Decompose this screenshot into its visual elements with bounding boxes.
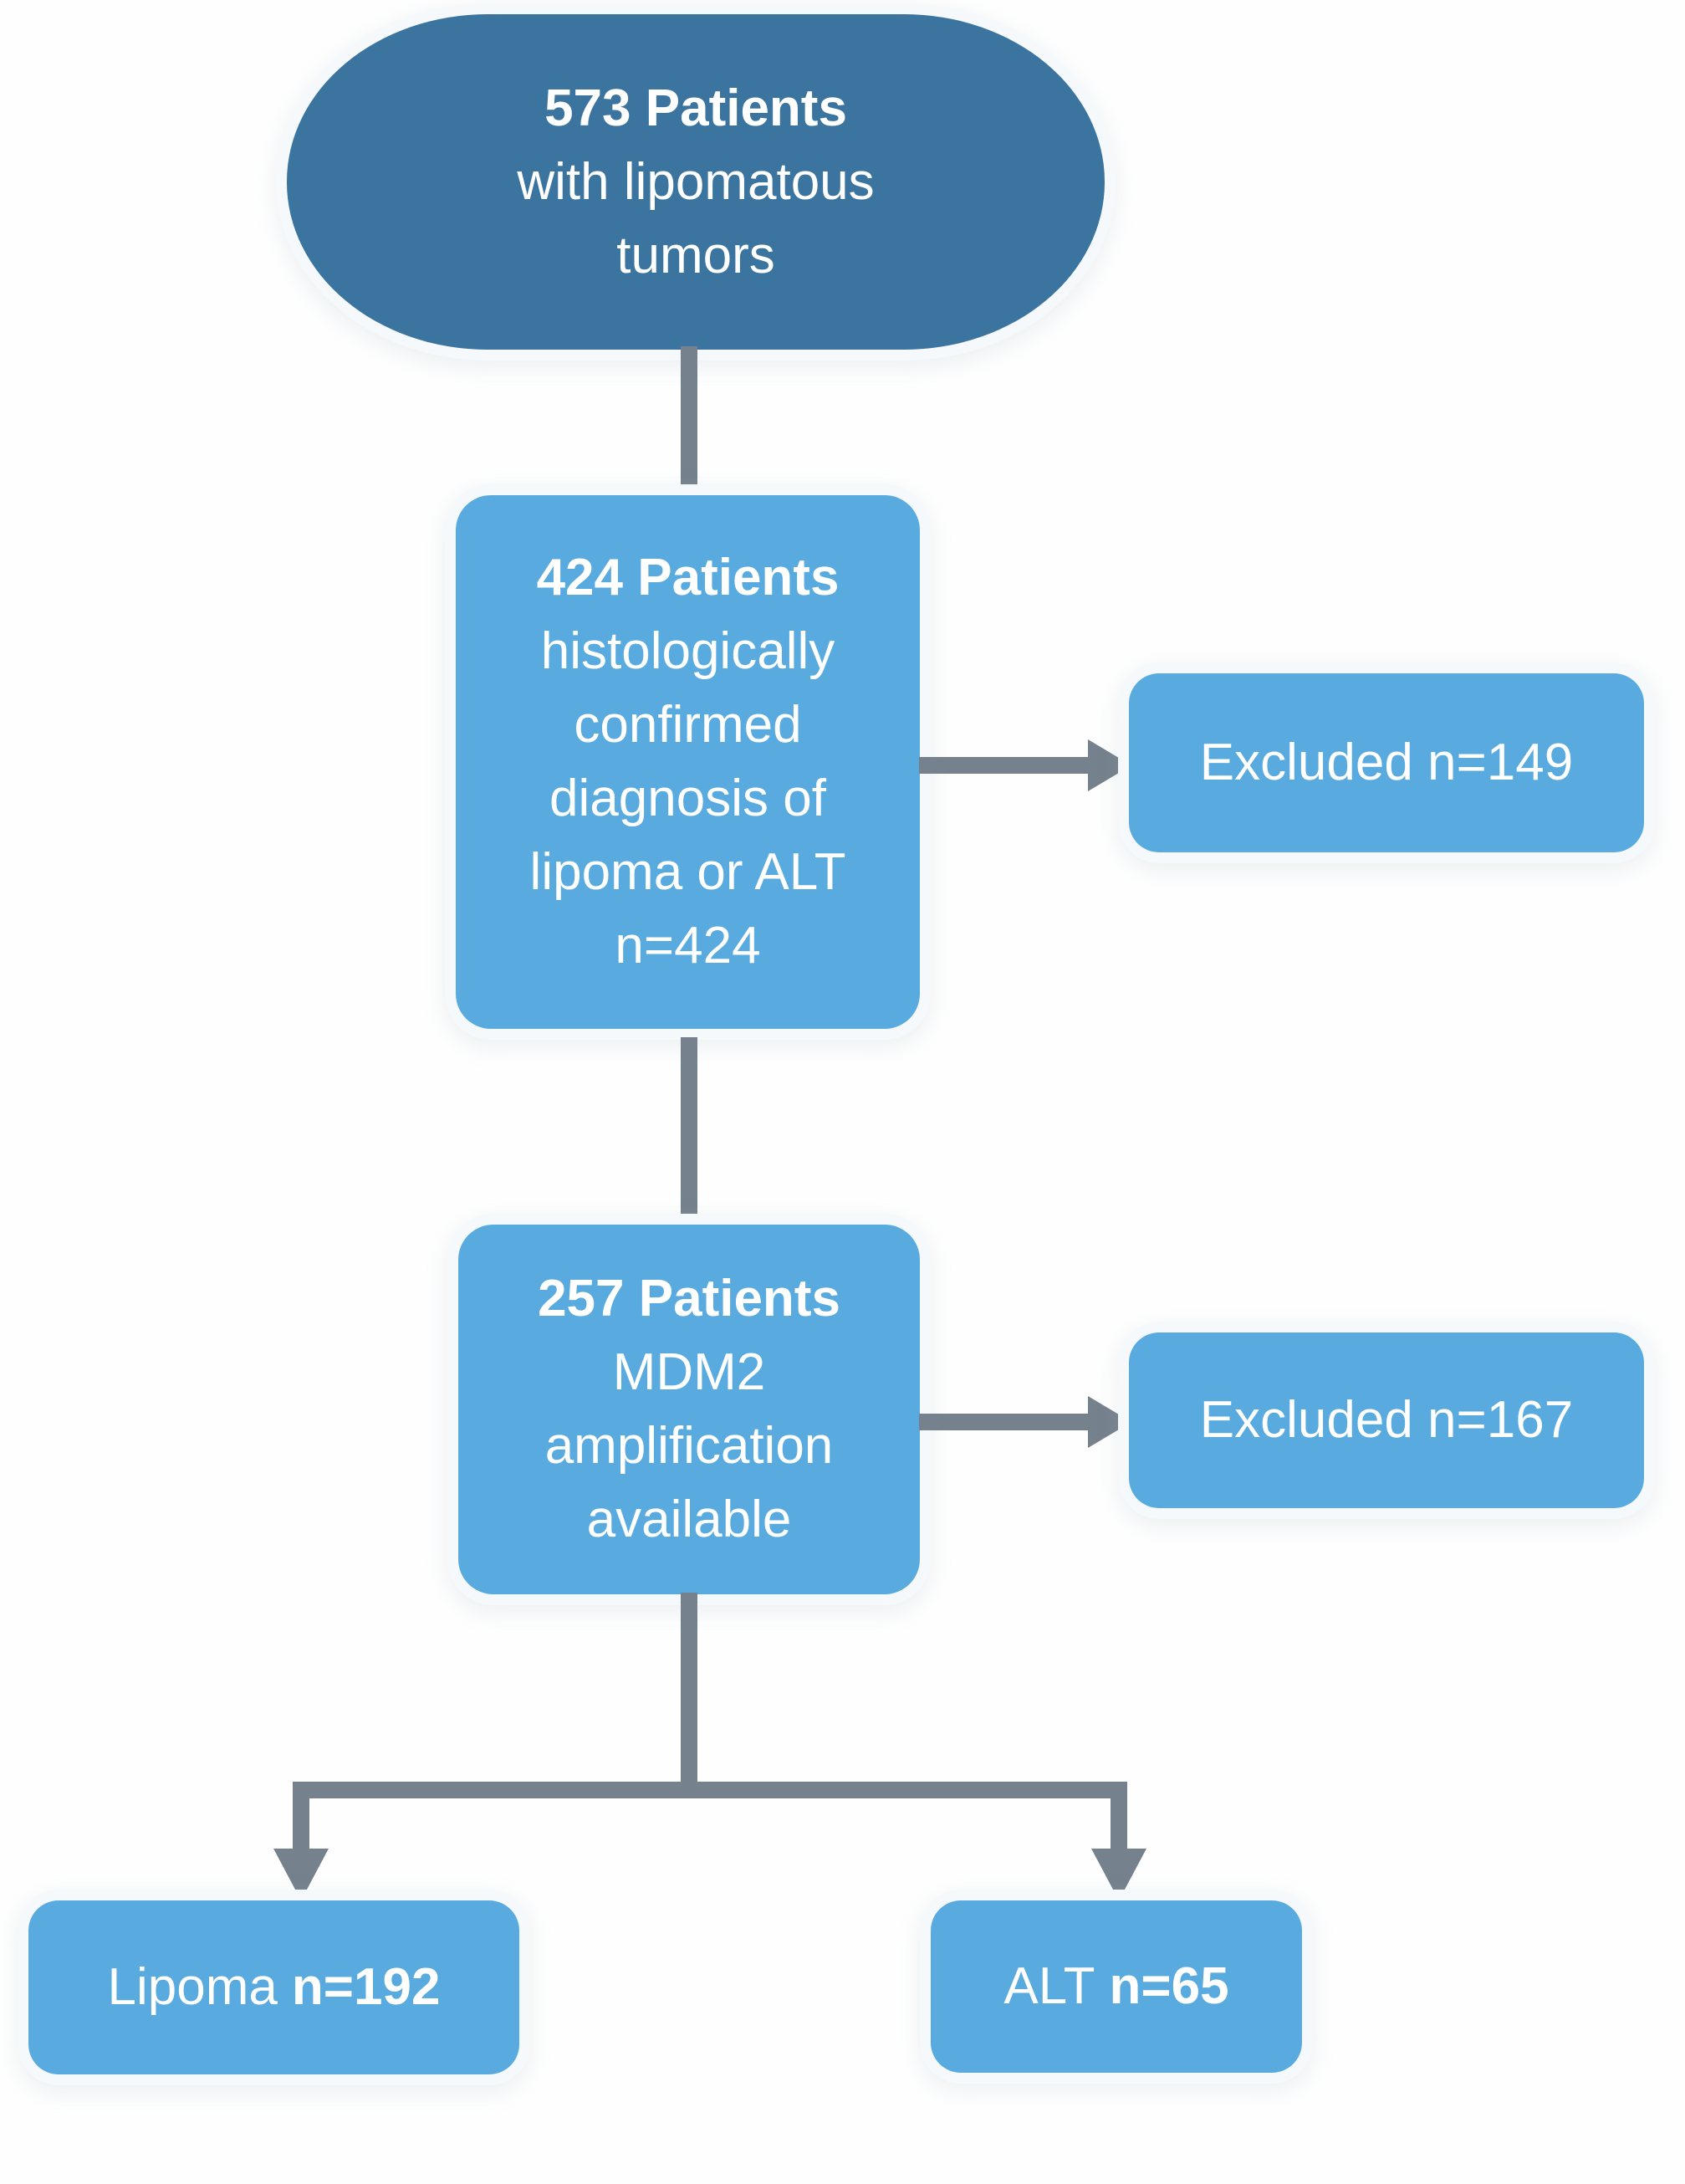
arrowhead-step2-excluded2 (1088, 1396, 1131, 1448)
start-node: 573 Patients with lipomatous tumors (287, 14, 1105, 350)
outcome-lipoma-node: Lipoma n=192 (28, 1900, 519, 2074)
branch-bar (293, 1782, 1127, 1798)
branch-right-stub (1111, 1782, 1127, 1850)
step2-line: MDM2 (612, 1343, 766, 1401)
excluded1-node: Excluded n=149 (1129, 673, 1644, 852)
step1-node: 424 Patients histologically confirmed di… (456, 495, 920, 1029)
step2-node: 257 Patients MDM2 amplification availabl… (458, 1225, 920, 1594)
start-line: tumors (616, 226, 775, 284)
outcome-alt-node: ALT n=65 (931, 1900, 1302, 2073)
outcome-lipoma-label: Lipoma (107, 1958, 278, 2016)
outcome-alt-label: ALT (1003, 1957, 1095, 2015)
branch-right-arrowhead (1091, 1849, 1146, 1900)
branch-left-stub (293, 1782, 309, 1850)
outcome-alt-count: n=65 (1109, 1957, 1229, 2015)
connector-step2-branch (681, 1593, 697, 1798)
step2-heading: 257 Patients (538, 1270, 840, 1327)
start-line: with lipomatous (517, 152, 875, 211)
step1-line: diagnosis of (549, 770, 826, 827)
step2-line: available (586, 1491, 792, 1548)
arrow-shaft-step2-excluded2 (919, 1414, 1090, 1430)
excluded1-label: Excluded n=149 (1199, 734, 1574, 791)
step1-line: confirmed (574, 696, 802, 754)
connector-step1-step2 (681, 1037, 697, 1226)
branch-left-arrowhead (273, 1849, 329, 1900)
excluded2-node: Excluded n=167 (1129, 1332, 1644, 1508)
start-heading: 573 Patients (544, 79, 847, 137)
excluded2-label: Excluded n=167 (1199, 1391, 1574, 1449)
outcome-lipoma-count: n=192 (291, 1958, 441, 2016)
step1-line: lipoma or ALT (529, 843, 846, 901)
connector-start-step1 (681, 346, 697, 499)
arrowhead-step1-excluded1 (1088, 739, 1131, 791)
step1-line: histologically (540, 622, 835, 680)
arrow-shaft-step1-excluded1 (919, 757, 1090, 774)
step2-line: amplification (544, 1417, 834, 1475)
step1-heading: 424 Patients (536, 549, 840, 606)
step1-line: n=424 (615, 917, 761, 974)
